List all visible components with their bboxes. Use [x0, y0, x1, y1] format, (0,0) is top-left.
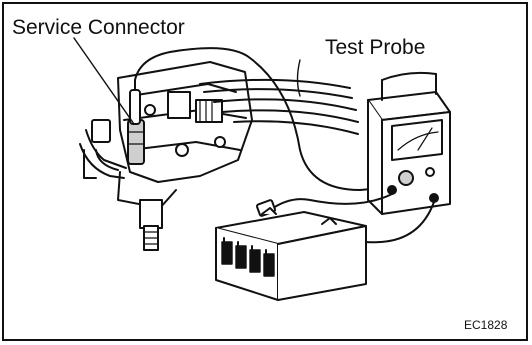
- multimeter: [367, 71, 451, 215]
- test-probe-lead: [129, 47, 385, 191]
- service-connector-label: Service Connector: [12, 16, 185, 39]
- battery: [215, 207, 367, 301]
- service-connector-leader: [73, 37, 135, 125]
- distributor-assembly: [79, 61, 253, 251]
- figure-code: EC1828: [464, 318, 508, 332]
- test-probe-label: Test Probe: [325, 36, 426, 59]
- wire-harness: [199, 78, 359, 135]
